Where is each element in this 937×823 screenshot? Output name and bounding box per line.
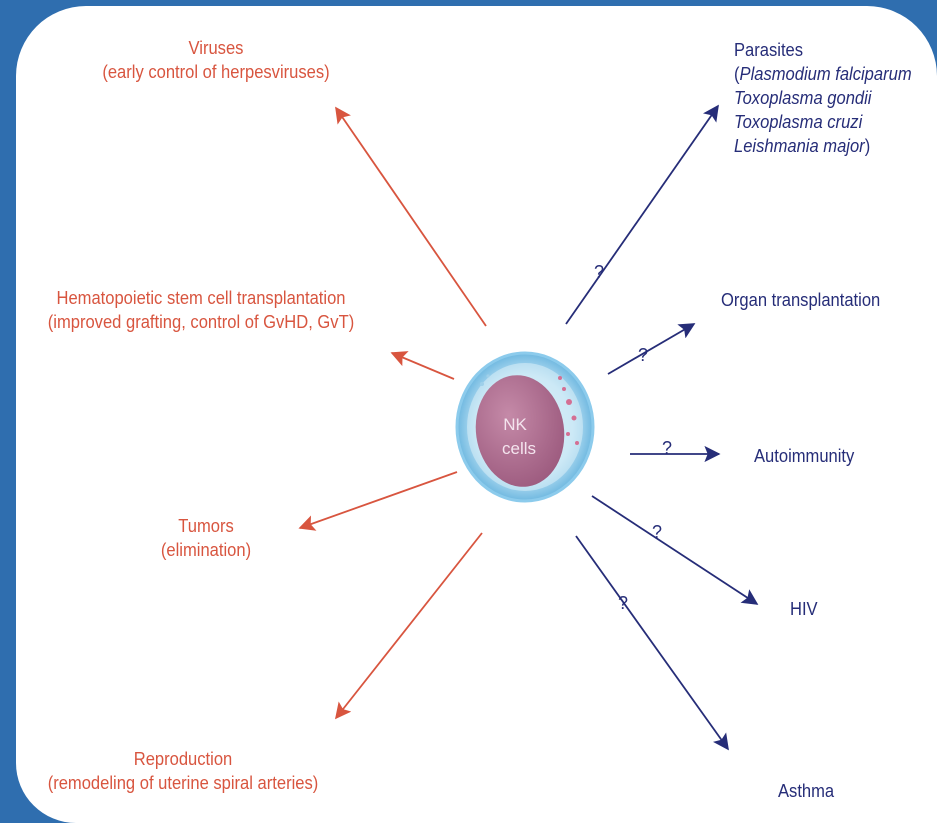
tumors-detail: (elimination) xyxy=(114,538,298,562)
parasites-title: Parasites xyxy=(734,38,912,62)
autoimmunity-title: Autoimmunity xyxy=(754,444,854,468)
tumors-title: Tumors xyxy=(114,514,298,538)
arrow-to-reproduction xyxy=(336,533,482,718)
organ-title: Organ transplantation xyxy=(721,288,880,312)
diagram-card: ? ? ? ? ? NK cells Viruses (early contro… xyxy=(16,6,937,823)
parasite-item: Toxoplasma cruzi xyxy=(734,112,862,132)
arrow-to-tumors xyxy=(300,472,457,528)
hiv-title: HIV xyxy=(790,597,818,621)
reproduction-detail: (remodeling of uterine spiral arteries) xyxy=(29,771,336,795)
arrow-to-hiv xyxy=(592,496,757,604)
parasites-close-paren: ) xyxy=(865,136,871,156)
reproduction-title: Reproduction xyxy=(29,747,336,771)
asthma-title: Asthma xyxy=(778,779,834,803)
label-tumors: Tumors (elimination) xyxy=(114,514,298,562)
question-mark-parasites: ? xyxy=(594,262,604,282)
arrow-to-organ-transplantation xyxy=(608,324,694,374)
label-asthma: Asthma xyxy=(778,779,834,803)
label-organ-transplantation: Organ transplantation xyxy=(721,288,880,312)
question-mark-hiv: ? xyxy=(652,522,662,542)
arrow-to-hsct xyxy=(392,353,454,379)
question-mark-organ: ? xyxy=(638,345,648,365)
label-parasites: Parasites (Plasmodium falciparum Toxopla… xyxy=(734,38,912,158)
label-hsct: Hematopoietic stem cell transplantation … xyxy=(31,286,371,334)
arrow-to-parasites xyxy=(566,106,718,324)
parasite-item: Plasmodium falciparum xyxy=(740,64,912,84)
nk-cell: NK cells xyxy=(457,353,593,501)
nk-cell-label-line2: cells xyxy=(502,439,536,458)
question-mark-asthma: ? xyxy=(618,593,628,613)
parasite-item: Toxoplasma gondii xyxy=(734,88,871,108)
question-mark-autoimmunity: ? xyxy=(662,438,672,458)
label-reproduction: Reproduction (remodeling of uterine spir… xyxy=(29,747,336,795)
label-viruses: Viruses (early control of herpesviruses) xyxy=(60,36,373,84)
viruses-detail: (early control of herpesviruses) xyxy=(60,60,373,84)
viruses-title: Viruses xyxy=(60,36,373,60)
hsct-title: Hematopoietic stem cell transplantation xyxy=(31,286,371,310)
parasite-item: Leishmania major xyxy=(734,136,865,156)
label-autoimmunity: Autoimmunity xyxy=(754,444,854,468)
hsct-detail: (improved grafting, control of GvHD, GvT… xyxy=(31,310,371,334)
arrow-to-asthma xyxy=(576,536,728,749)
nk-cell-label-line1: NK xyxy=(503,415,527,434)
label-hiv: HIV xyxy=(790,597,818,621)
